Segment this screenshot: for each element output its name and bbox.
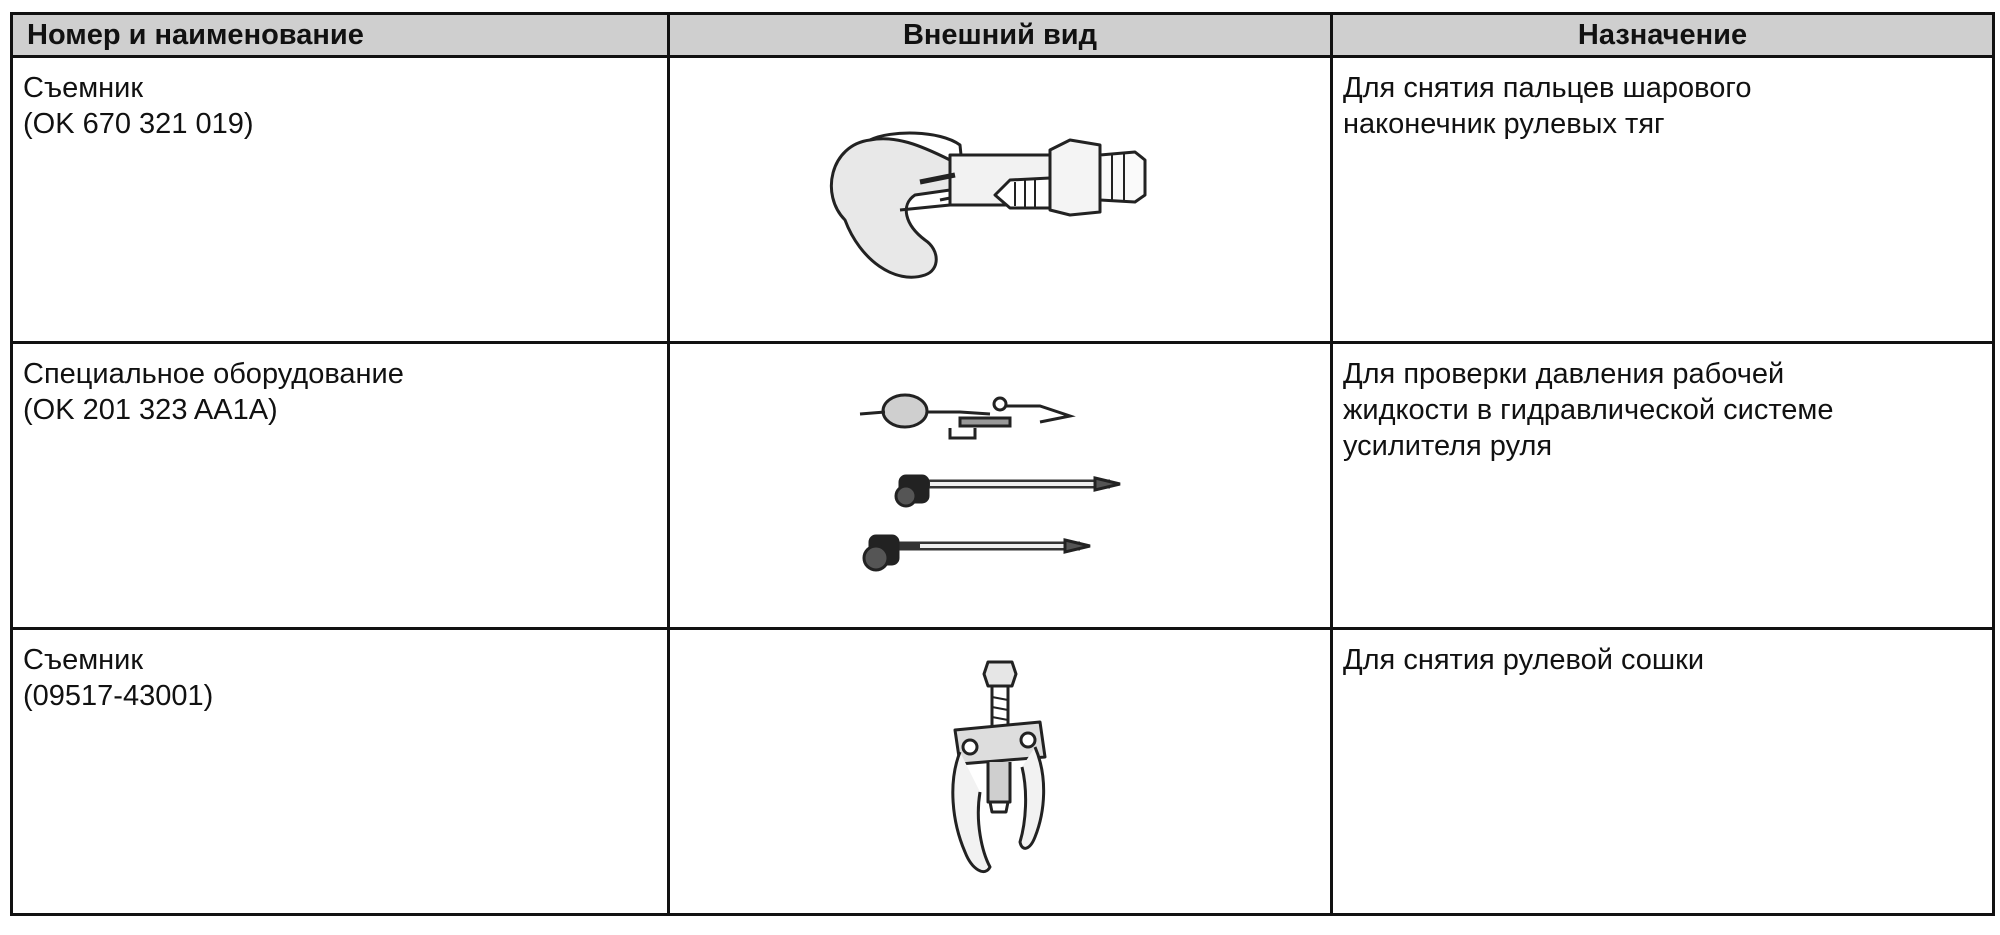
tool-name-cell: Специальное оборудование (OK 201 323 AA1… <box>10 341 670 630</box>
tool-purpose-cell: Для снятия пальцев шарового наконечник р… <box>1330 55 1995 344</box>
purpose-line: наконечник рулевых тяг <box>1343 108 1665 140</box>
tool-name: Съемник <box>23 644 144 676</box>
purpose-line: усилителя руля <box>1343 430 1553 462</box>
pitman-arm-puller-icon <box>951 660 1047 873</box>
header-name: Номер и наименование <box>10 12 670 58</box>
header-appearance: Внешний вид <box>667 12 1333 58</box>
tool-name: Съемник <box>23 72 144 104</box>
tool-code: (OK 670 321 019) <box>23 108 254 140</box>
ball-joint-puller-icon <box>829 131 1147 279</box>
tool-code: (09517-43001) <box>23 680 214 712</box>
pressure-gauge-kit-icon <box>859 393 1121 571</box>
tool-purpose-cell: Для снятия рулевой сошки <box>1330 627 1995 916</box>
tool-illustration-cell <box>667 55 1333 344</box>
tool-name-cell: Съемник (09517-43001) <box>10 627 670 916</box>
purpose-line: Для снятия пальцев шарового <box>1343 72 1752 104</box>
tool-illustration-cell <box>667 341 1333 630</box>
tool-illustration-cell <box>667 627 1333 916</box>
purpose-line: Для снятия рулевой сошки <box>1343 644 1705 676</box>
tool-code: (OK 201 323 AA1A) <box>23 394 278 426</box>
special-tools-table: Номер и наименование Внешний вид Назначе… <box>10 12 1995 916</box>
tool-purpose-cell: Для проверки давления рабочей жидкости в… <box>1330 341 1995 630</box>
purpose-line: Для проверки давления рабочей <box>1343 358 1785 390</box>
header-purpose: Назначение <box>1330 12 1995 58</box>
table-header-row: Номер и наименование Внешний вид Назначе… <box>10 12 1995 58</box>
table-row: Съемник (09517-43001) <box>10 627 1995 916</box>
table-row: Съемник (OK 670 321 019) <box>10 55 1995 344</box>
table-row: Специальное оборудование (OK 201 323 AA1… <box>10 341 1995 630</box>
tool-name-cell: Съемник (OK 670 321 019) <box>10 55 670 344</box>
purpose-line: жидкости в гидравлической системе <box>1343 394 1834 426</box>
tool-name: Специальное оборудование <box>23 358 404 390</box>
